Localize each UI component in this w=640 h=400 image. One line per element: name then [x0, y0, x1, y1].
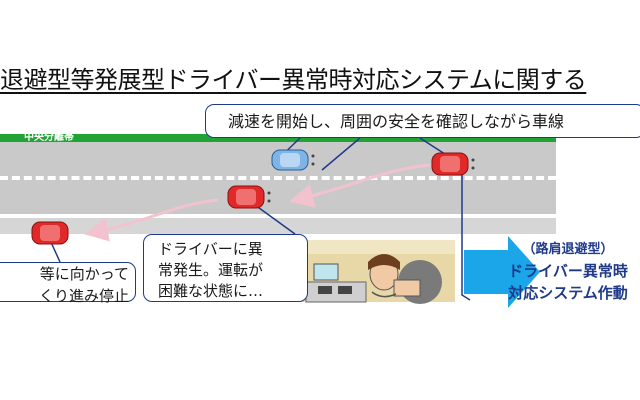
- callout-left-line-1: 等に向かって: [39, 265, 129, 283]
- result-label-line-1: （路肩退避型）: [522, 242, 614, 257]
- median-strip: [0, 134, 556, 142]
- trajectory-arrow-2: [84, 198, 219, 242]
- red-car-icon-start: [431, 152, 475, 176]
- road-edge-line: [0, 214, 556, 218]
- driver-illustration: [300, 240, 455, 304]
- callout-middle-line-1: ドライバーに異: [158, 240, 263, 258]
- callout-middle: ドライバーに異 常発生。運転が 困難な状態に…: [143, 234, 308, 302]
- callout-middle-line-3: 困難な状態に…: [158, 282, 264, 300]
- callout-line-right: [461, 175, 471, 301]
- callout-middle-line-2: 常発生。運転が: [158, 261, 264, 279]
- red-car-icon-stopped: [31, 221, 69, 245]
- callout-line-top-right: [321, 137, 361, 171]
- red-car-icon-middle: [227, 185, 271, 209]
- blue-car-icon: [271, 149, 315, 171]
- result-label-line-3: 対応システム作動: [508, 284, 628, 302]
- lane-divider: [0, 176, 556, 180]
- callout-top-text: 減速を開始し、周囲の安全を確認しながら車線: [228, 112, 565, 131]
- callout-left-line-2: くり進み停止: [38, 287, 129, 305]
- callout-line-mid: [254, 204, 296, 235]
- result-label-line-2: ドライバー異常時: [508, 262, 628, 280]
- result-arrow-icon: [464, 236, 540, 308]
- diagram-title: 退避型等発展型ドライバー異常時対応システムに関する: [0, 66, 587, 94]
- callout-top: 減速を開始し、周囲の安全を確認しながら車線: [205, 104, 640, 138]
- callout-left: 等に向かって くり進み停止: [0, 262, 136, 305]
- median-label: 中央分離帯: [24, 132, 74, 143]
- result-label: （路肩退避型） ドライバー異常時 対応システム作動: [488, 240, 640, 304]
- trajectory-arrow-1: [289, 163, 431, 208]
